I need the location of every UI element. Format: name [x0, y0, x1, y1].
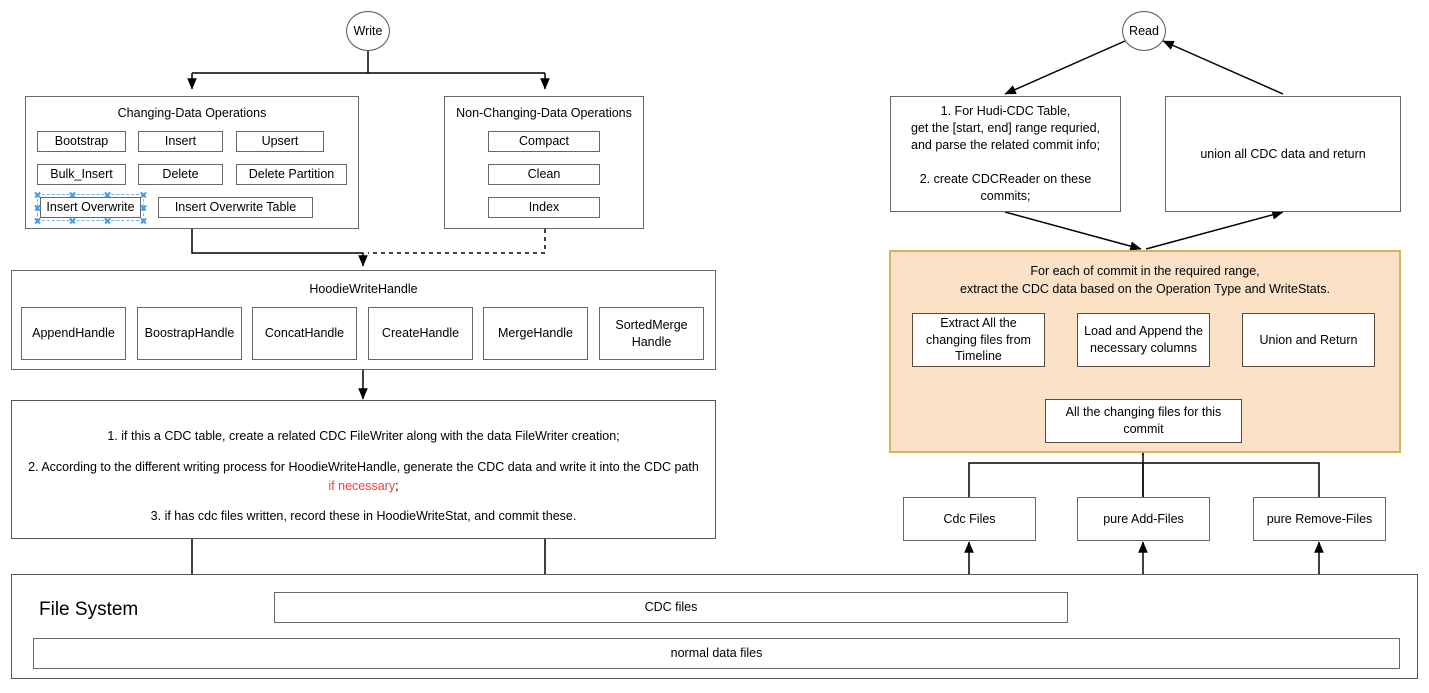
- op-insert-overwrite[interactable]: Insert Overwrite: [40, 197, 141, 218]
- non-changing-data-operations-title: Non-Changing-Data Operations: [456, 106, 632, 120]
- write-start-label: Write: [353, 24, 383, 38]
- changing-data-operations-title: Changing-Data Operations: [117, 106, 267, 120]
- hoodie-write-handle-title: HoodieWriteHandle: [309, 282, 418, 296]
- cdc-files-kind-box[interactable]: Cdc Files: [903, 497, 1036, 541]
- op-delete-partition[interactable]: Delete Partition: [236, 164, 347, 185]
- cdc-step-2-text-a: 2. According to the different writing pr…: [28, 460, 699, 474]
- normal-data-files-store[interactable]: normal data files: [33, 638, 1400, 669]
- all-changing-files-box[interactable]: All the changing files for this commit: [1045, 399, 1242, 443]
- cdc-step-3: 3. if has cdc files written, record thes…: [150, 509, 577, 523]
- op-bulk-insert[interactable]: Bulk_Insert: [37, 164, 126, 185]
- op-bootstrap[interactable]: Bootstrap: [37, 131, 126, 152]
- pure-remove-files-kind-box[interactable]: pure Remove-Files: [1253, 497, 1386, 541]
- op-delete[interactable]: Delete: [138, 164, 223, 185]
- cdc-step-1: 1. if this a CDC table, create a related…: [107, 429, 620, 443]
- write-start-node[interactable]: Write: [346, 11, 390, 51]
- union-all-cdc-box[interactable]: union all CDC data and return: [1165, 96, 1401, 212]
- op-compact[interactable]: Compact: [488, 131, 600, 152]
- cdc-step-2-text-b: ;: [395, 478, 399, 493]
- load-append-columns-box[interactable]: Load and Append the necessary columns: [1077, 313, 1210, 367]
- per-commit-extract-title: For each of commit in the required range…: [960, 264, 1330, 297]
- read-start-node[interactable]: Read: [1122, 11, 1166, 51]
- op-insert[interactable]: Insert: [138, 131, 223, 152]
- read-start-label: Read: [1129, 24, 1159, 38]
- op-upsert[interactable]: Upsert: [236, 131, 324, 152]
- pure-add-files-kind-box[interactable]: pure Add-Files: [1077, 497, 1210, 541]
- cdc-step-2-emphasis: if necessary: [328, 478, 396, 493]
- handle-append[interactable]: AppendHandle: [21, 307, 126, 360]
- cdc-step-2: 2. According to the different writing pr…: [12, 458, 715, 496]
- op-index[interactable]: Index: [488, 197, 600, 218]
- op-insert-overwrite-table[interactable]: Insert Overwrite Table: [158, 197, 313, 218]
- hoodie-write-handle-group[interactable]: HoodieWriteHandle: [11, 270, 716, 370]
- handle-create[interactable]: CreateHandle: [368, 307, 473, 360]
- handle-concat[interactable]: ConcatHandle: [252, 307, 357, 360]
- file-system-label: File System: [39, 599, 139, 620]
- cdc-write-steps-box[interactable]: 1. if this a CDC table, create a related…: [11, 400, 716, 539]
- cdc-files-store[interactable]: CDC files: [274, 592, 1068, 623]
- handle-sorted-merge[interactable]: SortedMerge Handle: [599, 307, 704, 360]
- handle-merge[interactable]: MergeHandle: [483, 307, 588, 360]
- union-and-return-box[interactable]: Union and Return: [1242, 313, 1375, 367]
- handle-boostrap[interactable]: BoostrapHandle: [137, 307, 242, 360]
- extract-changing-files-box[interactable]: Extract All the changing files from Time…: [912, 313, 1045, 367]
- op-clean[interactable]: Clean: [488, 164, 600, 185]
- read-step1-box[interactable]: 1. For Hudi-CDC Table, get the [start, e…: [890, 96, 1121, 212]
